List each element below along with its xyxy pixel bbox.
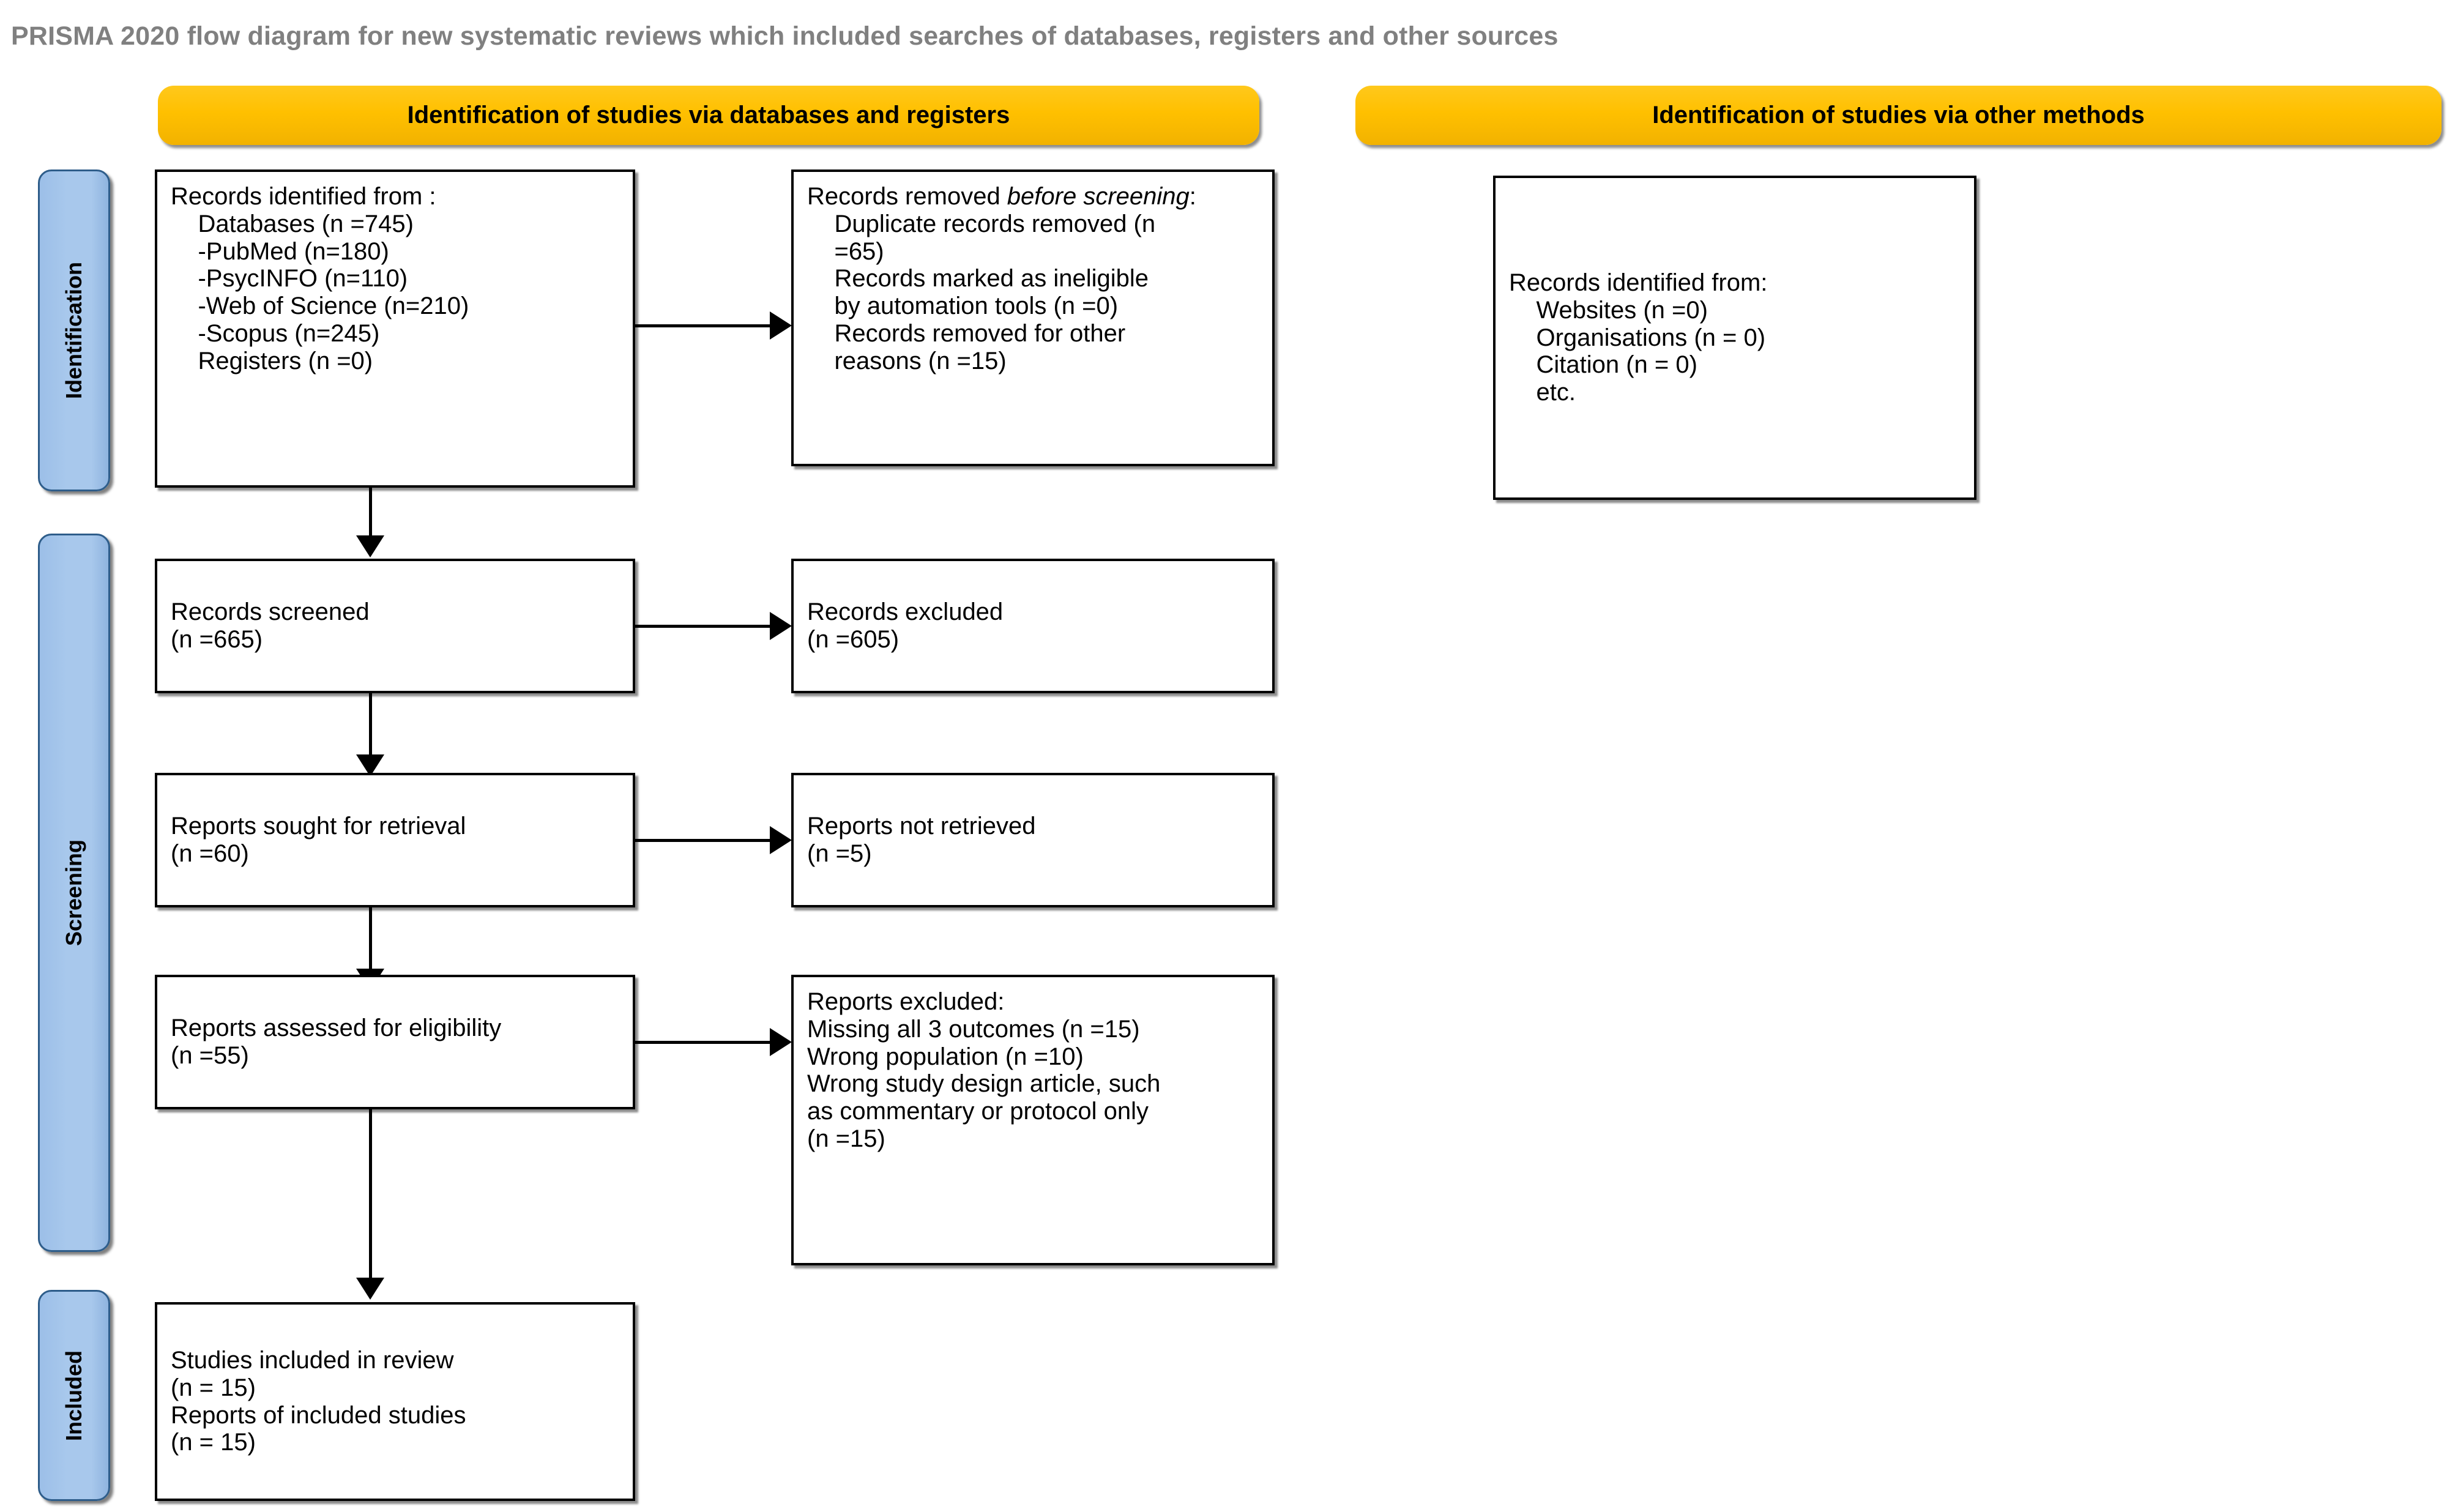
other-methods-identified-text: Records identified from: Websites (n =0)… [1509, 269, 1768, 406]
stage-label-text: Included [61, 1350, 87, 1441]
stage-label-text: Screening [61, 839, 86, 947]
other-methods-identified-box: Records identified from: Websites (n =0)… [1493, 176, 1976, 500]
reports-sought-text: Reports sought for retrieval (n =60) [171, 813, 466, 867]
records-excluded-text: Records excluded (n =605) [807, 598, 1004, 653]
arrow-assessed-to-excluded [770, 1028, 792, 1056]
phase-header-databases-registers: Identification of studies via databases … [158, 86, 1259, 145]
stage-label-text: Identification [61, 262, 86, 399]
arrow-assessed-to-included [356, 1278, 384, 1300]
page-title: PRISMA 2020 flow diagram for new systema… [11, 21, 1559, 51]
connector-assessed-to-excluded [635, 1041, 773, 1044]
reports-excluded-box: Reports excluded: Missing all 3 outcomes… [791, 975, 1275, 1265]
connector-identified-to-removed [635, 324, 773, 327]
records-identified-box: Records identified from : Databases (n =… [155, 169, 635, 488]
records-screened-text: Records screened (n =665) [171, 598, 370, 653]
phase-header-other-methods: Identification of studies via other meth… [1355, 86, 2442, 145]
reports-not-retrieved-box: Reports not retrieved (n =5) [791, 773, 1275, 907]
phase-header-label: Identification of studies via other meth… [1652, 102, 2145, 128]
stage-label-screening: Screening [38, 534, 110, 1252]
studies-included-text: Studies included in review (n = 15) Repo… [171, 1346, 466, 1456]
records-removed-items: Duplicate records removed (n =65) Record… [834, 210, 1156, 374]
reports-assessed-text: Reports assessed for eligibility (n =55) [171, 1015, 502, 1069]
reports-assessed-box: Reports assessed for eligibility (n =55) [155, 975, 635, 1109]
records-excluded-box: Records excluded (n =605) [791, 559, 1275, 693]
connector-sought-to-not-retrieved [635, 839, 773, 842]
connector-identified-to-screened [369, 488, 372, 542]
records-screened-box: Records screened (n =665) [155, 559, 635, 693]
records-removed-text: Records removed before screening: Duplic… [807, 183, 1259, 375]
arrow-screened-to-excluded [770, 612, 792, 640]
reports-sought-box: Reports sought for retrieval (n =60) [155, 773, 635, 907]
arrow-sought-to-not-retrieved [770, 826, 792, 854]
reports-not-retrieved-text: Reports not retrieved (n =5) [807, 813, 1036, 867]
records-removed-lead: Records removed [807, 183, 1007, 210]
stage-label-included: Included [38, 1290, 110, 1501]
records-removed-lead-tail: : [1189, 183, 1196, 210]
arrow-identified-to-removed [770, 311, 792, 340]
studies-included-box: Studies included in review (n = 15) Repo… [155, 1302, 635, 1501]
connector-sought-to-assessed [369, 907, 372, 975]
arrow-identified-to-screened [356, 535, 384, 557]
records-removed-lead-italic: before screening [1007, 183, 1190, 210]
phase-header-label: Identification of studies via databases … [407, 102, 1010, 128]
stage-label-identification: Identification [38, 169, 110, 491]
connector-screened-to-sought [369, 693, 372, 761]
records-removed-box: Records removed before screening: Duplic… [791, 169, 1275, 466]
connector-assessed-to-included [369, 1109, 372, 1284]
connector-screened-to-excluded [635, 625, 773, 628]
records-identified-text: Records identified from : Databases (n =… [171, 183, 469, 374]
reports-excluded-text: Reports excluded: Missing all 3 outcomes… [807, 988, 1161, 1152]
